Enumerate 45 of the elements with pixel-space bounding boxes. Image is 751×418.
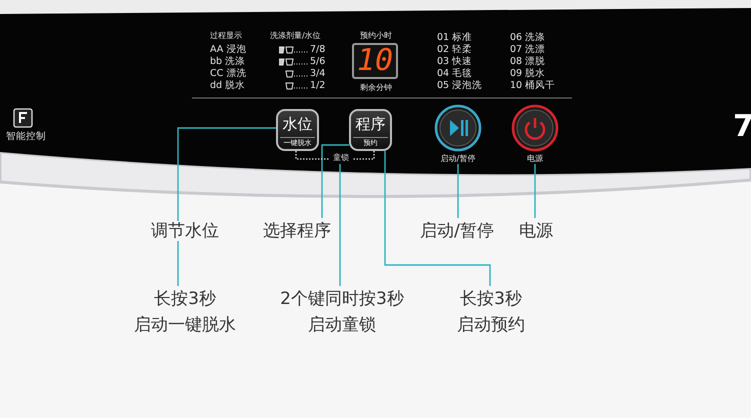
button-caption: 电源 — [526, 153, 544, 164]
panel-button — [276, 109, 319, 151]
callout-text: 长按3秒启动一键脱水 — [118, 286, 252, 338]
leader-line — [534, 164, 536, 218]
panel-text: 04 毛毯 — [437, 68, 472, 80]
callout-text: 启动/暂停 — [411, 218, 503, 243]
panel-text: 1/2 — [310, 80, 326, 92]
button-label: 水位 — [282, 115, 314, 133]
panel-text: 5/6 — [310, 56, 326, 68]
leader-line — [384, 151, 491, 286]
panel-text: 01 标准 — [437, 32, 472, 44]
panel-text: 10 桶风干 — [510, 80, 556, 92]
panel-text: 7/8 — [310, 44, 326, 56]
callout-text: 选择程序 — [256, 218, 338, 243]
column-heading: 洗涤剂量/水位 — [270, 30, 321, 42]
panel-text: 智能控制 — [6, 131, 46, 143]
panel-button — [349, 109, 392, 151]
panel-text: 05 浸泡洗 — [437, 80, 482, 92]
panel-text: dd 脱水 — [210, 80, 246, 92]
dotted-bracket — [295, 151, 329, 160]
digit-display: 10 — [352, 43, 398, 79]
panel-text: 02 轻柔 — [437, 44, 472, 56]
panel-text: 09 脱水 — [510, 68, 546, 80]
leader-line — [457, 164, 459, 218]
display-caption: 剩余分钟 — [359, 82, 393, 93]
panel-text: 03 快速 — [437, 56, 472, 68]
panel-text: 08 漂脱 — [510, 56, 546, 68]
button-caption: 启动/暂停 — [440, 153, 476, 164]
leader-line — [321, 144, 349, 218]
panel-text: 童锁 — [329, 152, 353, 164]
panel-text: 06 洗涤 — [510, 32, 546, 44]
display-caption: 预约小时 — [359, 30, 393, 41]
callout-text: 电源 — [514, 218, 558, 243]
panel-text: 3/4 — [310, 68, 326, 80]
panel-text: CC 漂洗 — [210, 68, 246, 80]
panel-text: 07 洗漂 — [510, 44, 546, 56]
leader-line — [339, 164, 341, 286]
panel-text: AA 浸泡 — [210, 44, 246, 56]
callout-text: 2个键同时按3秒启动童锁 — [272, 286, 412, 338]
button-label: 程序 — [354, 115, 386, 133]
panel-text: bb 洗涤 — [210, 56, 246, 68]
leader-line — [177, 127, 276, 286]
column-heading: 过程显示 — [210, 30, 242, 42]
dotted-bracket — [353, 151, 375, 160]
callout-text: 长按3秒启动预约 — [451, 286, 531, 338]
